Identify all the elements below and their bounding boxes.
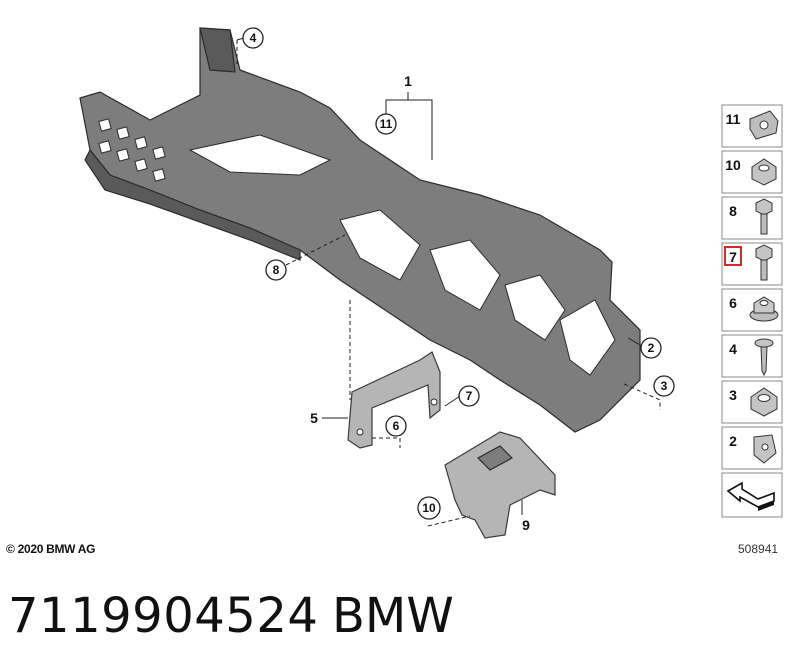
callout-2: 2 [640,337,662,359]
callout-9: 9 [522,517,530,533]
callout-10: 10 [417,496,441,520]
bracket-5-illustration [347,351,441,449]
legend-number: 2 [729,433,737,449]
legend-item-6: 6 [721,288,783,332]
copyright-notice: © 2020 BMW AG [6,542,96,556]
hex-bolt-icon [755,198,773,235]
svg-text:10: 10 [422,501,436,515]
legend-number: 10 [725,157,741,173]
callout-4: 4 [242,27,264,49]
svg-text:3: 3 [661,379,668,393]
legend-number: 11 [726,111,741,127]
spring-clip-nut-icon [753,434,777,464]
legend-item-10: 10 [721,150,783,194]
legend-item-11: 11 [721,104,783,148]
leader-lines [236,37,661,527]
callout-6: 6 [385,415,407,437]
legend-item-2: 2 [721,426,783,470]
callout-8: 8 [265,259,287,281]
svg-text:5: 5 [310,410,318,426]
flange-nut-icon [749,296,779,322]
svg-text:8: 8 [273,263,280,277]
legend-number: 6 [729,295,737,311]
direction-arrow-icon [721,472,783,518]
diagram-number: 508941 [738,542,779,556]
callout-5: 5 [310,410,318,426]
svg-text:4: 4 [250,31,257,45]
legend-item-8: 8 [721,196,783,240]
hex-nut-icon [751,158,777,186]
legend-number: 8 [729,203,737,219]
parts-diagram: 1 11 4 8 2 3 5 6 7 10 9 11 10 8 7 6 4 3 2 [79,27,783,539]
part-number: 7119904524 [8,588,319,644]
clip-nut-icon [749,110,779,140]
callout-7: 7 [458,385,480,407]
legend-item-7: 7 [721,242,783,286]
legend-number: 3 [729,387,737,403]
callout-11: 11 [375,113,397,135]
svg-text:11: 11 [380,117,393,131]
legend-item-3: 3 [721,380,783,424]
callout-3: 3 [653,375,675,397]
callout-label: 1 [404,73,412,89]
hex-bolt-icon [755,244,773,281]
svg-text:9: 9 [522,517,530,533]
svg-text:7: 7 [466,389,473,403]
collar-nut-icon [750,387,778,417]
svg-text:6: 6 [393,419,400,433]
svg-text:2: 2 [648,341,655,355]
fastener-legend: 11 10 8 7 6 4 3 2 [721,104,783,518]
rib-holes [98,118,616,376]
legend-number: 7 [729,249,737,265]
brand-name: BMW [332,588,454,644]
callout-1: 1 [404,73,412,89]
washer-screw-icon [754,338,774,377]
console-carrier-illustration [79,27,641,433]
legend-item-4: 4 [721,334,783,378]
legend-number: 4 [729,341,737,357]
bracket-9-illustration [444,431,556,539]
